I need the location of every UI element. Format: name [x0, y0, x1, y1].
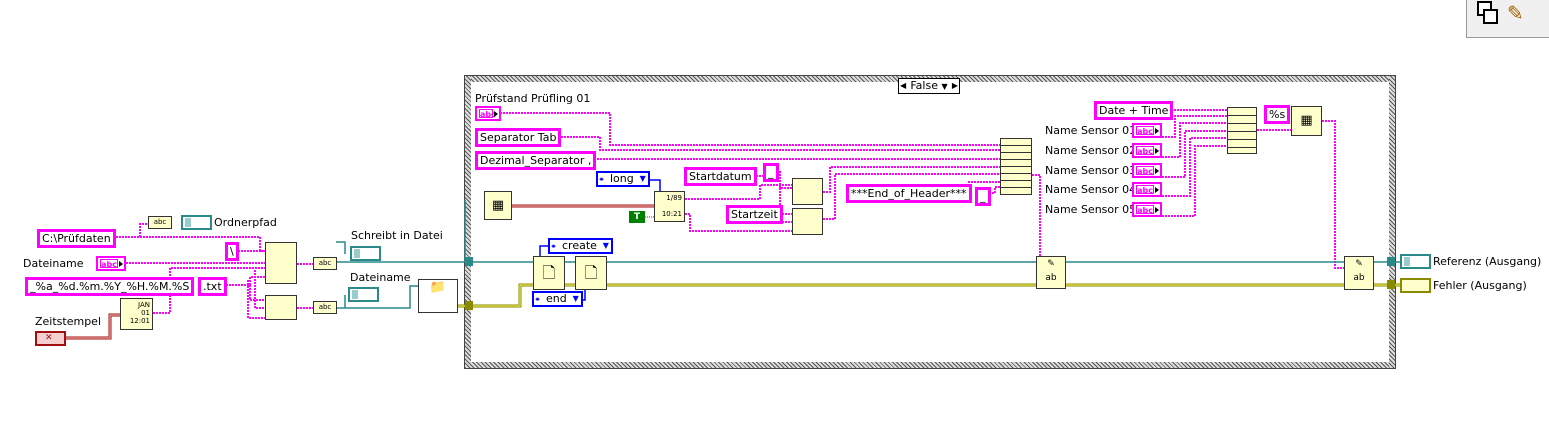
case-border-bottom [465, 362, 1395, 368]
sensor-label: Name Sensor 01 [1045, 124, 1137, 137]
underscore-constant-2[interactable]: _ [975, 187, 991, 206]
write-text-file-node-2[interactable]: ✎ab [1344, 256, 1374, 290]
reference-output-label: Referenz (Ausgang) [1433, 255, 1542, 268]
end-of-header-constant[interactable]: ***End_of_Header*** [846, 184, 972, 203]
device-control[interactable]: abc [475, 106, 501, 121]
timestamp-label: Zeitstempel [35, 315, 102, 328]
wire-string [1162, 109, 1227, 217]
underscore-constant[interactable]: _ [763, 163, 779, 182]
date-time-constant[interactable]: Date + Time [1094, 101, 1174, 120]
wire-string [247, 270, 266, 319]
wire-string [1257, 113, 1344, 269]
concatenate-strings-node[interactable] [265, 242, 297, 284]
filename-label: Dateiname [23, 257, 84, 270]
tool-palette: ✎ [1466, 0, 1549, 38]
string-to-path-node-2[interactable]: abc [313, 257, 337, 270]
wire-string [297, 263, 313, 309]
string-to-path-node[interactable]: abc [148, 216, 172, 229]
create-enum[interactable]: create [548, 238, 613, 254]
writes-to-file-indicator [350, 246, 381, 261]
folder-path-label: Ordnerpfad [214, 216, 277, 229]
error-output-label: Fehler (Ausgang) [1433, 279, 1527, 292]
decimal-separator-constant[interactable]: Dezimal_Separator , [475, 151, 597, 170]
concatenate-strings-node-3[interactable] [792, 178, 823, 205]
sensor-label: Name Sensor 05 [1045, 203, 1137, 216]
sensor-control[interactable]: abc [1132, 123, 1162, 138]
calendar-icon: ▦ [491, 198, 505, 213]
wire-string [823, 166, 1000, 220]
filename-indicator-label: Dateiname [350, 271, 411, 284]
copy-windows-icon[interactable] [1477, 1, 1499, 31]
file-position-icon: 🗋 [584, 263, 598, 282]
sensor-control[interactable]: abc [1132, 182, 1162, 197]
file-icon: 🗋 [542, 263, 556, 282]
wire-string [113, 236, 266, 252]
sensor-label: Name Sensor 02 [1045, 144, 1137, 157]
set-file-position-node[interactable]: 🗋 [575, 256, 607, 290]
open-create-file-node[interactable]: 🗋 [533, 256, 565, 290]
write-file-icon: ✎ab [1045, 259, 1057, 283]
timestamp-control[interactable]: ✕ [35, 331, 66, 346]
wire-string [139, 223, 148, 237]
build-array-node[interactable] [1000, 138, 1032, 195]
extension-constant[interactable]: .txt [198, 277, 227, 296]
reference-output-indicator [1400, 254, 1431, 269]
refnum-tunnel [465, 257, 473, 266]
concatenate-strings-node-4[interactable] [792, 208, 823, 235]
refnum-tunnel-out [1387, 257, 1395, 266]
case-border-right [1389, 76, 1395, 368]
sensor-control[interactable]: abc [1132, 202, 1162, 217]
sensor-label: Name Sensor 04 [1045, 183, 1137, 196]
file-dialog-node[interactable]: 📁 [418, 279, 458, 313]
folder-path-constant[interactable]: C:\Prüfdaten [37, 229, 116, 248]
get-date-time-node[interactable]: ▦ [484, 191, 512, 220]
date-format-enum[interactable]: long [596, 171, 650, 187]
device-label: Prüfstand Prüfling 01 [475, 92, 591, 105]
string-to-path-node-3[interactable]: abc [313, 301, 337, 314]
start-time-constant[interactable]: Startzeit [726, 205, 783, 224]
start-date-constant[interactable]: Startdatum [684, 167, 757, 186]
case-selector-value: False [910, 79, 938, 92]
sensor-control[interactable]: abc [1132, 163, 1162, 178]
error-output-indicator [1400, 278, 1431, 293]
backslash-constant[interactable]: \ [225, 242, 239, 261]
end-enum[interactable]: end [532, 291, 583, 307]
case-dropdown-icon[interactable]: ▼ [941, 82, 948, 91]
format-specifier-constant[interactable]: %s [1264, 105, 1291, 124]
concatenate-strings-node-2[interactable] [265, 295, 297, 320]
wire-string [1032, 174, 1041, 258]
separator-tab-constant[interactable]: Separator Tab [475, 128, 562, 147]
format-string-constant[interactable]: _%a_%d.%m.%Y_%H.%M.%S [25, 277, 195, 296]
build-array-node-2[interactable] [1227, 107, 1257, 154]
case-next-icon[interactable]: ▶ [951, 81, 958, 90]
folder-icon: 📁 [429, 280, 447, 295]
case-selector[interactable]: ◀ False ▼ ▶ [898, 78, 960, 94]
case-border-left [465, 76, 471, 368]
sensor-label: Name Sensor 03 [1045, 164, 1137, 177]
pencil-icon[interactable]: ✎ [1507, 1, 1524, 25]
filename-indicator [348, 287, 379, 302]
wire-string [220, 276, 266, 286]
case-prev-icon[interactable]: ◀ [900, 81, 907, 90]
write-file-icon: ✎ab [1353, 259, 1365, 283]
folder-path-indicator [181, 215, 212, 230]
table-icon: ▦ [1300, 113, 1313, 128]
write-text-file-node[interactable]: ✎ab [1036, 256, 1066, 289]
wire-string [500, 112, 1000, 146]
filename-control[interactable]: abc [96, 256, 126, 271]
sensor-control[interactable]: abc [1132, 143, 1162, 158]
error-tunnel [465, 301, 473, 310]
array-to-spreadsheet-string-node[interactable]: ▦ [1291, 106, 1322, 136]
error-tunnel-out [1387, 280, 1395, 289]
writes-to-file-label: Schreibt in Datei [351, 229, 443, 242]
true-constant[interactable]: T [629, 211, 645, 223]
wire-string [546, 136, 1000, 151]
